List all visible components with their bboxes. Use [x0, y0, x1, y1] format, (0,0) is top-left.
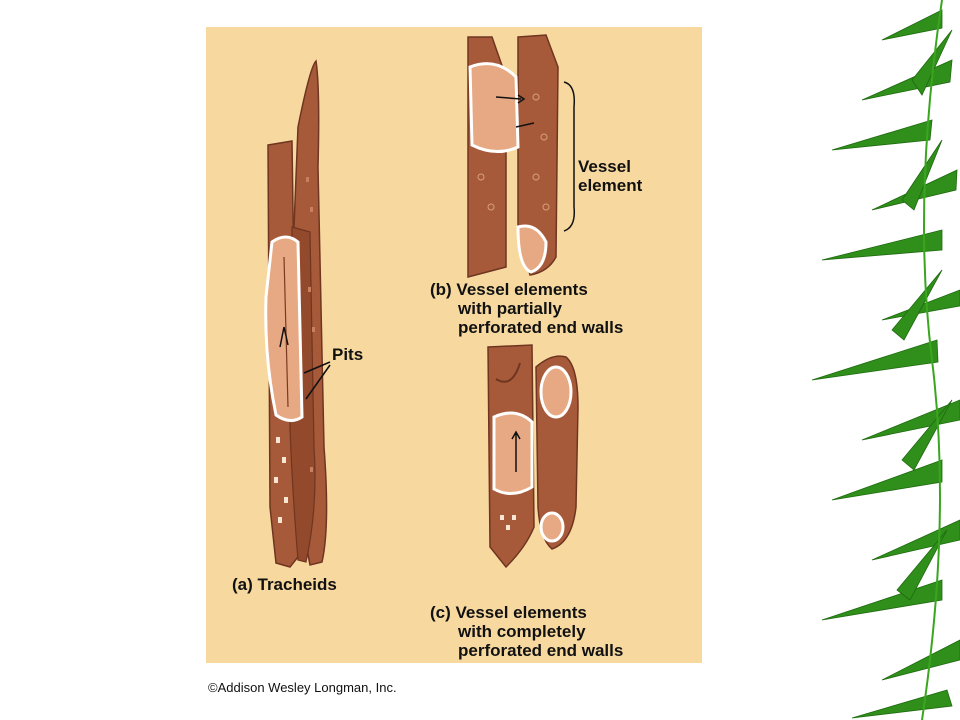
label-c: (c) Vessel elements with completely perf…: [430, 603, 624, 660]
vessel-elements-partial: [467, 34, 576, 278]
tracheids-label: (a) Tracheids: [232, 575, 337, 594]
label-b: (b) Vessel elements with partially perfo…: [430, 280, 624, 337]
xylem-cells-illustration: [264, 34, 579, 569]
bamboo-decoration-icon: [811, 0, 960, 720]
vessel-element-label: Vessel element: [578, 157, 643, 195]
copyright-credit: ©Addison Wesley Longman, Inc.: [208, 680, 397, 695]
diagram-panel: (a) Tracheids Pits Vessel element (b) Ve…: [206, 27, 702, 663]
vessel-elements-complete: [487, 344, 579, 569]
tracheid-cells: [264, 59, 331, 568]
pits-label: Pits: [332, 345, 364, 364]
